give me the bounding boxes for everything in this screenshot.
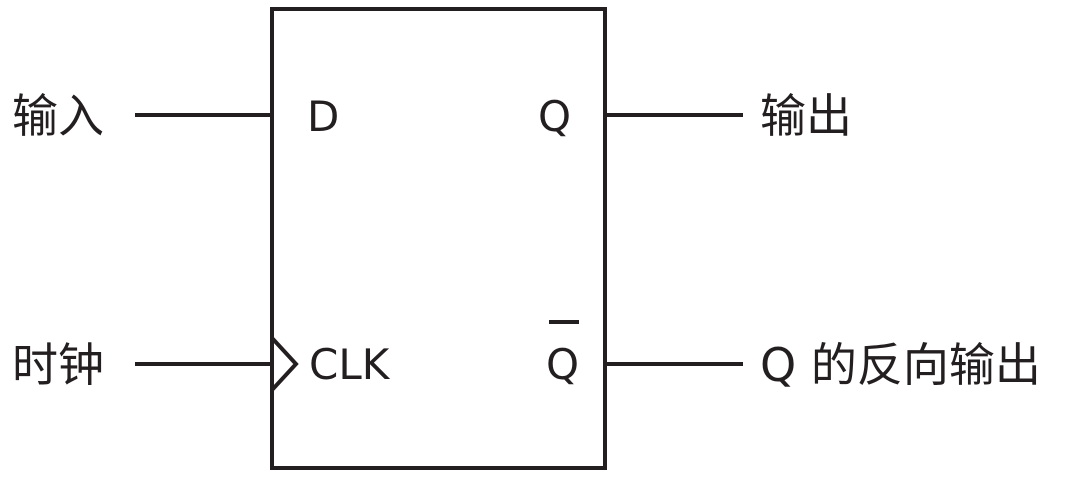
clock-label: 时钟	[12, 338, 104, 392]
q-bar-pin-label: Q	[546, 340, 579, 389]
clk-pin-label: CLK	[309, 340, 391, 389]
clock-edge-icon	[270, 336, 299, 392]
input-label: 输入	[12, 89, 104, 143]
flip-flop-block	[270, 7, 607, 470]
output-label: 输出	[760, 89, 852, 143]
inverted-output-label: Q 的反向输出	[760, 338, 1041, 392]
q-pin-label: Q	[538, 92, 571, 141]
d-pin-label: D	[307, 92, 339, 141]
